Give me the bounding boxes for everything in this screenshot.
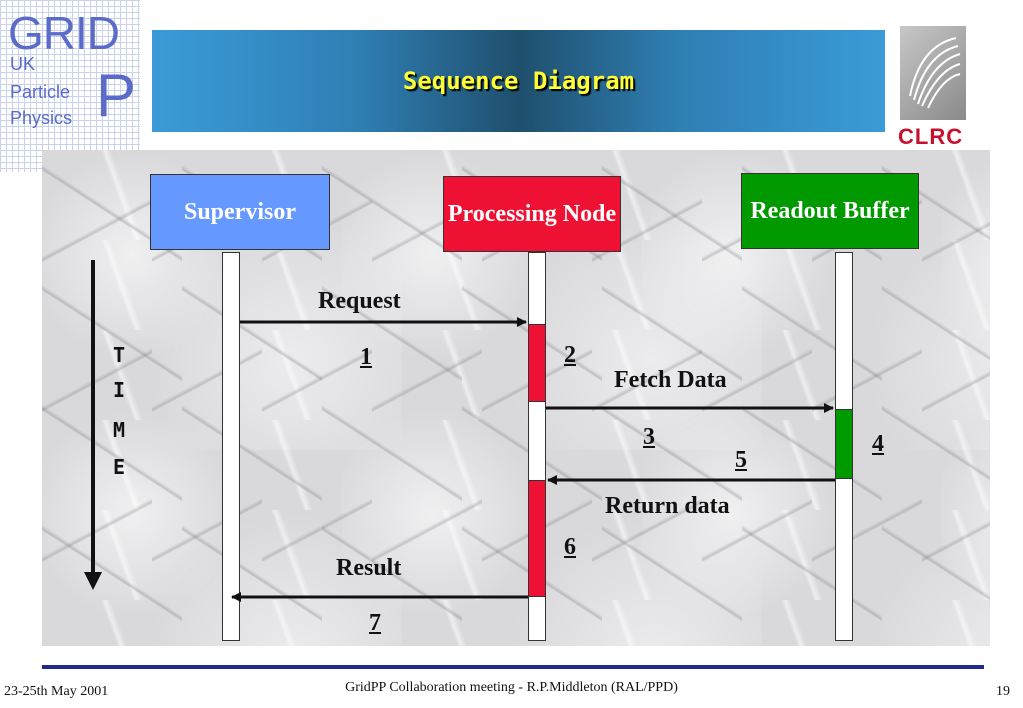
footer-page-number: 19 [996, 684, 1010, 699]
step-6: 6 [564, 534, 576, 560]
participant-processing-node: Processing Node [443, 176, 621, 252]
participant-readout-buffer: Readout Buffer [741, 173, 919, 249]
label-request: Request [318, 288, 401, 314]
gridpp-logo: GRID UK Particle Physics P [0, 0, 140, 172]
clrc-swirl-icon [909, 37, 961, 109]
logo-p-text: P [96, 62, 137, 129]
footer-date: 23-25th May 2001 [4, 684, 109, 699]
logo-physics-text: Physics [10, 108, 73, 128]
participant-supervisor: Supervisor [150, 174, 330, 250]
activation-processing-1 [528, 324, 546, 402]
clrc-logo-icon [900, 26, 966, 120]
clrc-logo-text: CLRC [898, 124, 964, 149]
step-4: 4 [872, 431, 884, 457]
activation-readout [835, 409, 853, 479]
step-1: 1 [360, 344, 372, 370]
activation-processing-2 [528, 480, 546, 597]
title-banner: Sequence Diagram [152, 30, 885, 132]
footer-divider [42, 665, 984, 669]
page-title: Sequence Diagram [402, 67, 635, 95]
label-fetch-data: Fetch Data [614, 367, 727, 393]
label-result: Result [336, 555, 402, 581]
step-2: 2 [564, 342, 576, 368]
time-letter-i: I [112, 378, 126, 402]
footer-center-text: GridPP Collaboration meeting - R.P.Middl… [345, 680, 678, 695]
label-return-data: Return data [605, 493, 730, 519]
step-7: 7 [369, 610, 381, 636]
step-5: 5 [735, 447, 747, 473]
time-letter-e: E [112, 455, 126, 479]
logo-particle-text: Particle [10, 82, 71, 102]
logo-grid-text: GRID [8, 7, 120, 59]
time-letter-t: T [112, 343, 126, 367]
lifeline-supervisor [222, 252, 240, 641]
step-3: 3 [643, 424, 655, 450]
time-letter-m: M [112, 418, 126, 442]
logo-uk-text: UK [10, 54, 36, 74]
